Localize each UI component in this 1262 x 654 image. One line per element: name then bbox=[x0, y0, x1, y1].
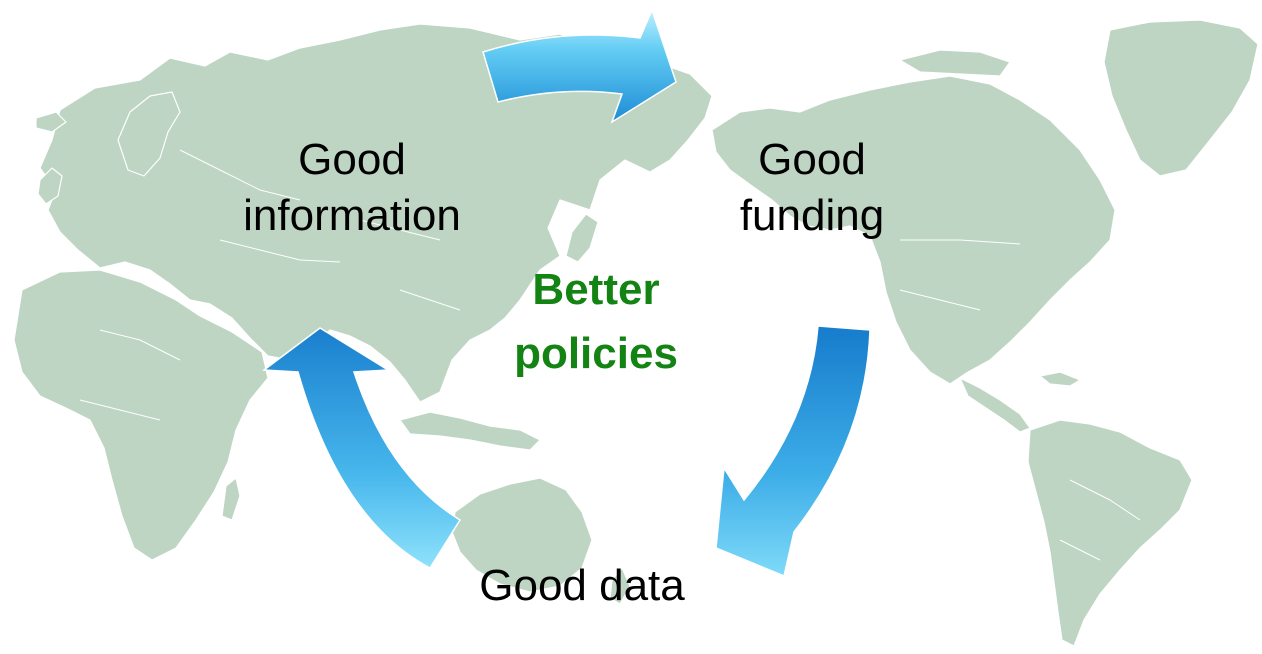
map-caribbean bbox=[1039, 371, 1081, 387]
map-arctic-islands bbox=[899, 49, 1011, 77]
center-better-policies: Better policies bbox=[484, 258, 708, 386]
node-good-information-line2: information bbox=[243, 191, 461, 240]
node-good-funding-line1: Good bbox=[758, 135, 866, 184]
map-iceland bbox=[35, 111, 67, 133]
node-good-funding: Good funding bbox=[712, 132, 912, 244]
node-good-data: Good data bbox=[452, 558, 712, 614]
arrow-information-to-funding bbox=[482, 7, 677, 124]
center-line2: policies bbox=[514, 329, 678, 378]
map-indonesia bbox=[399, 411, 541, 451]
arrow-data-to-information bbox=[261, 327, 462, 569]
map-borders bbox=[79, 149, 1141, 561]
map-central-america bbox=[959, 377, 1031, 433]
map-australia bbox=[451, 477, 593, 593]
map-madagascar bbox=[221, 477, 241, 521]
node-good-information: Good information bbox=[222, 132, 482, 244]
node-good-funding-line2: funding bbox=[739, 191, 885, 240]
map-south-america bbox=[1027, 419, 1193, 647]
map-north-america bbox=[711, 75, 1116, 385]
map-scandinavia bbox=[117, 91, 181, 177]
center-line1: Better bbox=[532, 265, 660, 314]
map-japan bbox=[565, 213, 599, 263]
map-greenland bbox=[1103, 19, 1259, 177]
map-new-zealand bbox=[609, 567, 631, 605]
node-good-data-line1: Good data bbox=[479, 561, 685, 610]
map-eurasia bbox=[39, 23, 713, 403]
map-britain bbox=[37, 167, 63, 205]
arrow-funding-to-data bbox=[715, 325, 871, 578]
node-good-information-line1: Good bbox=[298, 135, 406, 184]
